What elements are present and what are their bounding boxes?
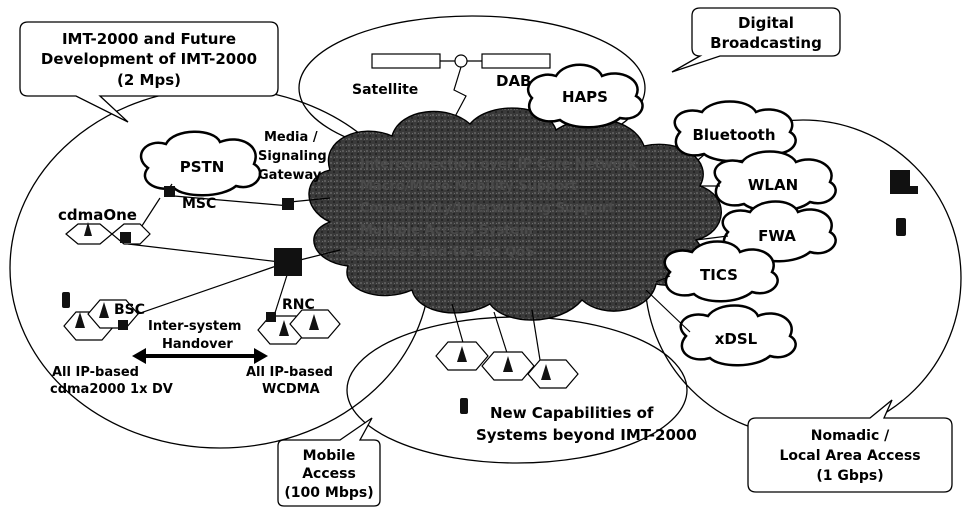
satellite-label: Satellite [352, 82, 418, 98]
wcdma-cells [257, 309, 341, 345]
mobile-access-cells [435, 341, 579, 389]
wlan-cloud: WLAN [713, 150, 837, 213]
msc-node [164, 186, 175, 197]
access-connectors [645, 185, 729, 333]
mobile-callout-line3: (100 Mbps) [284, 485, 373, 501]
tics-cloud: TICS [663, 240, 779, 303]
xdsl-cloud: xDSL [679, 304, 797, 367]
handset-icon [62, 292, 70, 308]
haps-label: HAPS [562, 88, 608, 106]
mobile-callout: Mobile Access (100 Mbps) [277, 417, 381, 507]
bluetooth-cloud: Bluetooth [673, 100, 797, 163]
core-capability-text: Multiple Access System [360, 223, 533, 238]
imt-callout-line2: Development of IMT-2000 [41, 50, 257, 68]
antenna-icon [99, 302, 109, 318]
mobile-phone-icon [896, 218, 906, 236]
wlan-label: WLAN [748, 176, 798, 194]
wcdma-label-line1: All IP-based [246, 365, 333, 380]
intersystem-label-line2: Handover [162, 337, 233, 352]
wcdma-label-line2: WCDMA [262, 382, 320, 397]
antenna-icon [309, 314, 319, 330]
rnc-node [266, 312, 276, 322]
cdma2000-cells [63, 299, 139, 341]
digital-callout: Digital Broadcasting [671, 7, 841, 73]
handover-arrow [132, 348, 268, 364]
cdma2000-label-line2: cdma2000 1x DV [50, 382, 173, 397]
bsc-label: BSC [114, 302, 145, 318]
core-capability-text: Seamless End-to-End QoS [346, 245, 534, 260]
cdmaone-label: cdmaOne [58, 206, 137, 224]
new-capabilities-line1: New Capabilities of [490, 404, 654, 422]
antenna-icon [457, 346, 467, 362]
xdsl-label: xDSL [715, 330, 758, 348]
pstn-cloud: PSTN [140, 130, 262, 197]
mobile-access-links [451, 303, 541, 361]
antenna-icon [84, 222, 92, 236]
mobile-callout-line2: Access [302, 466, 356, 482]
core-capability-text: Interconnection over IP Core Network [360, 157, 637, 172]
antenna-icon [75, 312, 85, 328]
tics-label: TICS [700, 266, 738, 284]
gateway-node [282, 198, 294, 210]
satellite-icon [371, 53, 551, 127]
mobile-callout-line1: Mobile [303, 448, 356, 464]
new-capabilities-line2: Systems beyond IMT-2000 [476, 426, 697, 444]
antenna-icon [279, 320, 289, 336]
digital-callout-line2: Broadcasting [710, 34, 822, 52]
gateway-label-line2: Signaling [258, 149, 327, 164]
core-capability-text: Macro/Micro Mobility Support [360, 179, 577, 194]
pstn-label: PSTN [180, 158, 225, 176]
bts-node [120, 232, 131, 243]
nomadic-callout-line2: Local Area Access [779, 448, 920, 464]
imt-callout-line3: (2 Mps) [117, 71, 181, 89]
fwa-label: FWA [758, 227, 796, 245]
antenna-icon [503, 356, 513, 372]
bluetooth-label: Bluetooth [692, 126, 775, 144]
core-router-node [274, 248, 302, 276]
msc-label: MSC [182, 196, 216, 212]
cdmaone-cells [65, 222, 151, 245]
handset-icon [460, 398, 468, 414]
core-cloud-capabilities: Interconnection over IP Core Network Mac… [346, 157, 637, 260]
bsc-node [118, 320, 128, 330]
gateway-label-line3: Gateway [258, 168, 322, 183]
haps-cloud: HAPS [526, 63, 644, 129]
digital-callout-line1: Digital [738, 14, 794, 32]
nomadic-callout-line1: Nomadic / [811, 428, 890, 444]
imt-callout-line1: IMT-2000 and Future [62, 30, 236, 48]
nomadic-callout-line3: (1 Gbps) [816, 468, 883, 484]
rnc-label: RNC [282, 297, 315, 313]
intersystem-label-line1: Inter-system [148, 319, 241, 334]
antenna-icon [541, 364, 551, 380]
nomadic-callout: Nomadic / Local Area Access (1 Gbps) [747, 399, 953, 493]
core-capability-text: Connectivity/Interworking Support [360, 201, 614, 216]
laptop-icon [890, 170, 918, 194]
imt-callout: IMT-2000 and Future Development of IMT-2… [19, 21, 279, 123]
cdma2000-label-line1: All IP-based [52, 365, 139, 380]
gateway-label-line1: Media / [264, 130, 318, 145]
